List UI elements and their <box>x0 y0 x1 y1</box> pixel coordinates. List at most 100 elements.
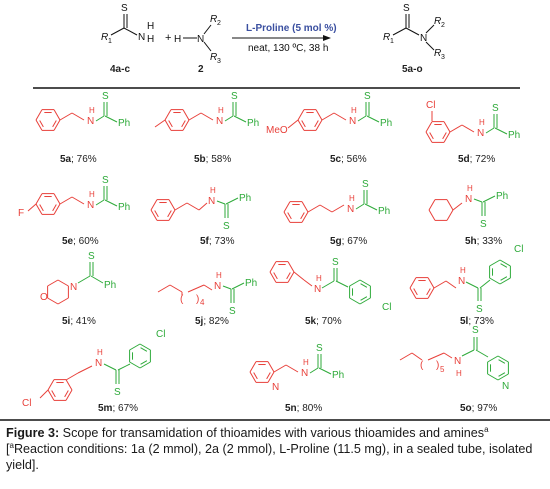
reagent-2-label: 2 <box>198 64 204 75</box>
nitrogen-atom: N <box>87 200 94 211</box>
bond <box>225 197 239 205</box>
sulfur-atom: S <box>364 91 371 102</box>
nitrogen-atom: N <box>216 116 223 127</box>
bond <box>249 371 257 383</box>
bond <box>53 109 61 121</box>
bond <box>321 280 335 289</box>
phenyl-label: Ph <box>508 130 520 141</box>
product-caption: 5h; 33% <box>465 236 502 247</box>
bond <box>47 379 55 391</box>
bond <box>461 124 475 133</box>
bond <box>77 365 93 374</box>
product-id: 5o <box>460 403 472 414</box>
bond <box>399 352 413 361</box>
product-id: 5m <box>98 403 113 414</box>
bond <box>52 120 57 128</box>
bond <box>429 132 434 140</box>
bond <box>140 360 148 365</box>
bond <box>140 347 148 352</box>
nitrogen-atom: N <box>458 276 465 287</box>
bond <box>287 271 295 283</box>
bond <box>27 203 37 212</box>
sulfur-atom: S <box>332 257 339 268</box>
bracket-close: ) <box>436 360 439 371</box>
bond <box>64 390 69 398</box>
bond <box>249 361 257 373</box>
bond <box>203 284 213 291</box>
bond <box>181 120 186 128</box>
bond <box>117 363 131 371</box>
nitrogen-atom: N <box>70 282 77 293</box>
bond <box>355 203 365 210</box>
product-id: 5g <box>330 236 342 247</box>
bond <box>53 203 61 215</box>
bond <box>65 372 79 381</box>
bond <box>129 343 141 351</box>
product-id: 5d <box>458 154 470 165</box>
nitrogen-atom: N <box>347 204 354 215</box>
bond <box>273 364 287 373</box>
hydrogen-atom: H <box>316 274 322 283</box>
sulfur-atom: S <box>316 343 323 354</box>
product-yield: ; 56% <box>341 154 367 165</box>
bond <box>487 373 499 381</box>
nitrogen-atom: N <box>454 356 461 367</box>
caption-label: Figure 3: <box>6 426 60 440</box>
product-yield: ; 41% <box>70 316 96 327</box>
bond <box>35 109 43 121</box>
bond <box>283 201 291 213</box>
phenyl-label: Ph <box>332 370 344 381</box>
bond <box>485 127 495 134</box>
hydrogen-atom: H <box>89 190 95 199</box>
product-caption: 5g; 67% <box>330 236 367 247</box>
hydrogen-atom: H <box>216 271 222 280</box>
phenyl-label: Ph <box>104 280 116 291</box>
bond <box>489 277 501 285</box>
product-R2: R <box>434 16 441 27</box>
phenyl-label: Ph <box>239 193 251 204</box>
bond <box>449 124 463 133</box>
product-label: 5a-o <box>402 64 423 75</box>
product-id: 5n <box>285 403 297 414</box>
bond <box>51 390 56 398</box>
bond <box>267 371 275 383</box>
bond <box>411 352 423 361</box>
bond <box>479 279 491 289</box>
product-id: 5a <box>60 154 72 165</box>
bond <box>164 109 172 121</box>
bond <box>90 275 104 284</box>
bond <box>498 372 506 377</box>
bond <box>409 287 417 299</box>
bond <box>443 121 451 133</box>
chlorine-atom: Cl <box>156 329 165 340</box>
product-yield: ; 82% <box>203 316 229 327</box>
reagent-4-label: 4a-c <box>110 64 130 75</box>
bond <box>47 389 55 401</box>
product-R1-sub: 1 <box>390 38 394 45</box>
bond <box>285 364 299 373</box>
bond <box>475 349 489 358</box>
phenyl-label: Ph <box>245 278 257 289</box>
hydrogen-atom: H <box>456 369 462 378</box>
bond <box>35 203 43 215</box>
product-id: 5e <box>62 236 74 247</box>
bond <box>187 284 205 293</box>
bond <box>445 280 457 289</box>
product-yield: ; 58% <box>206 154 232 165</box>
product-yield: ; 72% <box>470 154 496 165</box>
bond <box>182 109 190 121</box>
bond <box>157 284 171 293</box>
bond <box>465 281 479 289</box>
bond <box>233 115 247 123</box>
bond <box>442 132 447 140</box>
reagent-4-H2: H <box>147 34 154 45</box>
bracket-open: ( <box>420 360 424 371</box>
hydrogen-atom: H <box>479 118 485 127</box>
bond <box>286 272 291 280</box>
bond <box>359 279 371 287</box>
bond <box>500 276 508 281</box>
nitrogen-atom: N <box>465 194 472 205</box>
